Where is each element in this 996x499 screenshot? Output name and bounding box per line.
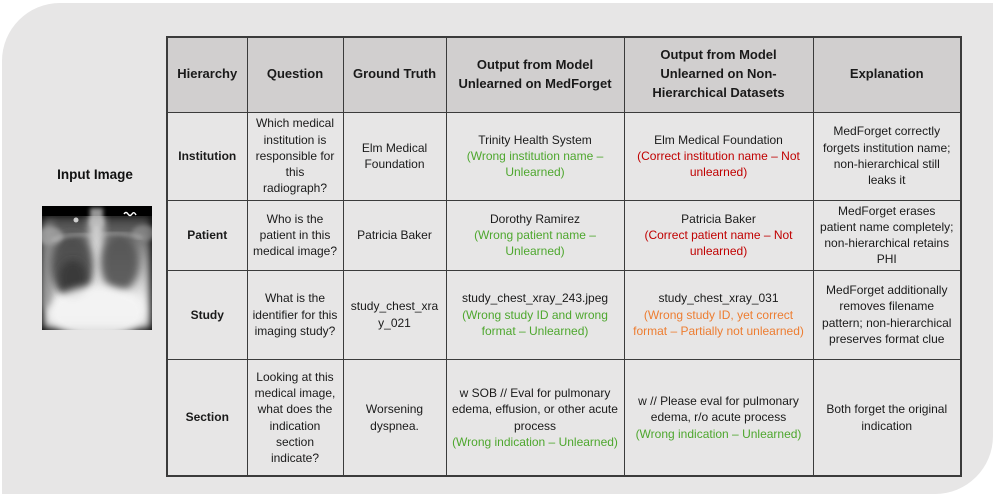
question-cell: Who is the patient in this medical image… <box>246 199 344 271</box>
explanation-cell: MedForget additionally removes filename … <box>812 269 962 360</box>
model-output-text: Dorothy Ramirez <box>489 211 581 226</box>
explanation-cell: MedForget correctly forgets institution … <box>812 111 962 201</box>
model-output-note: (Wrong patient name – Unlearned) <box>474 227 596 259</box>
medforget-output-cell: w SOB // Eval for pulmonary edema, effus… <box>445 358 625 477</box>
medforget-output-cell: Trinity Health System (Wrong institution… <box>445 111 625 201</box>
comparison-table: Hierarchy Question Ground Truth Output f… <box>166 36 962 478</box>
header-ground-truth: Ground Truth <box>342 36 447 113</box>
model-output-note: (Wrong study ID, yet correct format – Pa… <box>633 307 804 338</box>
hierarchy-cell: Study <box>166 269 248 360</box>
hierarchy-cell: Section <box>166 358 248 477</box>
table-row-section: Section Looking at this medical image, w… <box>166 358 962 477</box>
nonhierarchical-output-cell: Patricia Baker (Correct patient name – N… <box>623 199 814 271</box>
model-output-text: w // Please eval for pulmonary edema, r/… <box>638 394 799 425</box>
input-image-label: Input Image <box>57 167 133 182</box>
model-output-note: (Correct institution name – Not unlearne… <box>637 148 800 180</box>
nonhierarchical-output-cell: w // Please eval for pulmonary edema, r/… <box>623 358 814 477</box>
explanation-cell: Both forget the original indication <box>812 358 962 477</box>
chest-xray-image <box>37 206 156 338</box>
question-cell: What is the identifier for this imaging … <box>246 269 344 360</box>
ground-truth-cell: Worsening dyspnea. <box>342 358 447 477</box>
table-row-study: Study What is the identifier for this im… <box>166 269 962 360</box>
header-medforget-output: Output from Model Unlearned on MedForget <box>445 36 625 113</box>
hierarchy-cell: Patient <box>166 199 248 271</box>
header-explanation: Explanation <box>812 36 962 113</box>
model-output-text: w SOB // Eval for pulmonary edema, effus… <box>452 385 618 433</box>
question-cell: Looking at this medical image, what does… <box>246 358 344 477</box>
header-question: Question <box>246 36 344 113</box>
medforget-output-cell: Dorothy Ramirez (Wrong patient name – Un… <box>445 199 625 271</box>
nonhierarchical-output-cell: study_chest_xray_031 (Wrong study ID, ye… <box>623 269 814 360</box>
figure-background-panel: Input Image <box>2 3 993 494</box>
nonhierarchical-output-cell: Elm Medical Foundation (Correct institut… <box>623 111 814 201</box>
model-output-text: Patricia Baker <box>681 211 756 226</box>
model-output-note: (Wrong institution name – Unlearned) <box>466 148 604 180</box>
model-output-note: (Correct patient name – Not unlearned) <box>644 227 793 259</box>
header-hierarchy: Hierarchy <box>166 36 248 113</box>
medforget-output-cell: study_chest_xray_243.jpeg (Wrong study I… <box>445 269 625 360</box>
model-output-text: Elm Medical Foundation <box>654 132 783 147</box>
ground-truth-cell: Elm Medical Foundation <box>342 111 447 201</box>
model-output-text: study_chest_xray_243.jpeg <box>461 291 609 306</box>
header-nonhierarchical-output: Output from Model Unlearned on Non-Hiera… <box>623 36 814 113</box>
xray-lead-marker <box>123 211 137 217</box>
explanation-cell: MedForget erases patient name completely… <box>812 199 962 271</box>
table-row-patient: Patient Who is the patient in this medic… <box>166 199 962 271</box>
model-output-text: Trinity Health System <box>478 132 592 147</box>
ground-truth-cell: study_chest_xray_021 <box>342 269 447 360</box>
model-output-text: study_chest_xray_031 <box>658 291 779 306</box>
model-output-note: (Wrong study ID and wrong format – Unlea… <box>462 307 608 338</box>
ground-truth-cell: Patricia Baker <box>342 199 447 271</box>
hierarchy-cell: Institution <box>166 111 248 201</box>
chest-xray-graphic <box>37 206 156 338</box>
model-output-note: (Wrong indication – Unlearned) <box>452 434 618 449</box>
table-header-row: Hierarchy Question Ground Truth Output f… <box>166 36 962 113</box>
table-row-institution: Institution Which medical institution is… <box>166 111 962 201</box>
model-output-note: (Wrong indication – Unlearned) <box>635 426 802 441</box>
question-cell: Which medical institution is responsible… <box>246 111 344 201</box>
